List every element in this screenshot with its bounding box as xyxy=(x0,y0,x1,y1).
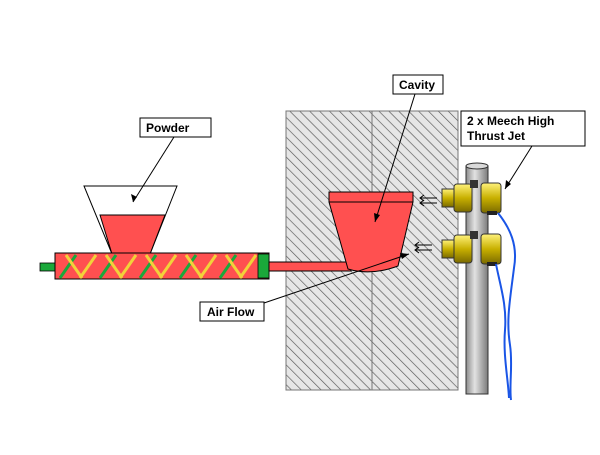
jet-label-line2: Thrust Jet xyxy=(467,129,525,143)
powder-callout: Powder xyxy=(131,117,212,203)
runner-channel xyxy=(268,261,352,272)
air-flow-arrows-lower xyxy=(414,241,432,254)
pipe-top-cap xyxy=(465,162,489,170)
thrust-jet-lower xyxy=(441,231,502,266)
powder-label: Powder xyxy=(146,121,190,135)
air-hoses xyxy=(495,212,516,401)
cavity-label: Cavity xyxy=(399,78,435,92)
powder-fill xyxy=(99,214,166,255)
mold-cavity xyxy=(328,191,414,273)
air-flow-arrows-upper xyxy=(419,194,437,207)
powder-hopper xyxy=(83,185,178,255)
air-flow-callout: Air Flow xyxy=(199,253,410,322)
jet-label-line1: 2 x Meech High xyxy=(467,114,554,128)
injection-barrel xyxy=(39,252,277,280)
jet-callout: 2 x Meech High Thrust Jet xyxy=(460,110,586,190)
air-flow-label: Air Flow xyxy=(207,305,255,319)
screw-tip xyxy=(257,253,270,279)
screw-flights xyxy=(58,254,258,279)
thrust-jet-upper xyxy=(441,180,502,215)
cavity-callout: Cavity xyxy=(374,74,444,223)
